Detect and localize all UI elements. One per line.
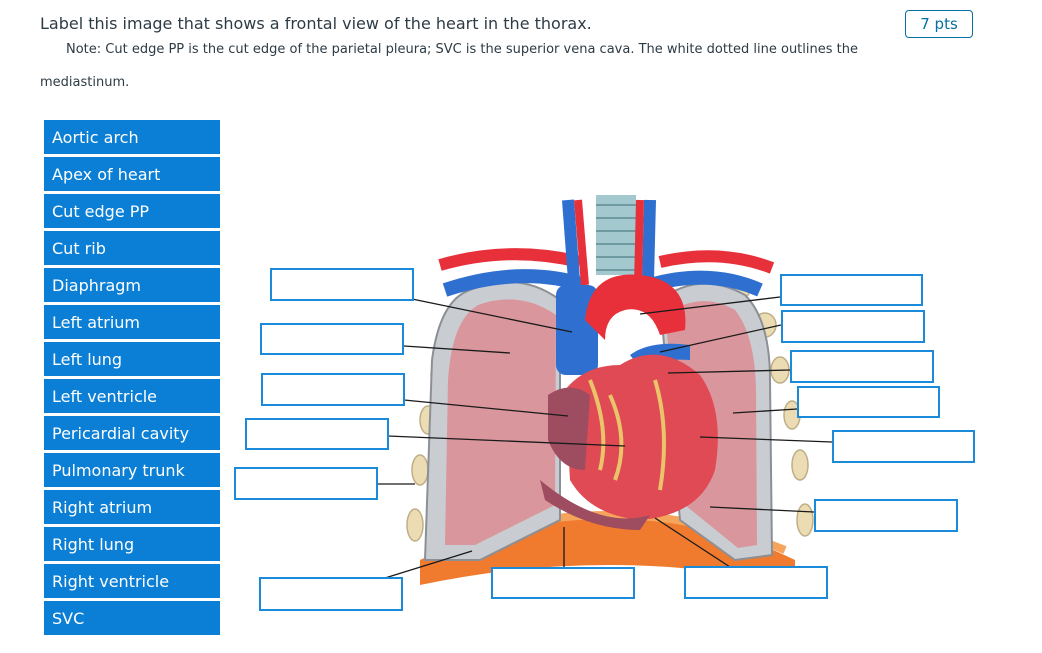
drop-target[interactable] — [260, 323, 404, 355]
label-chip[interactable]: Pulmonary trunk — [44, 453, 220, 487]
drop-target[interactable] — [781, 310, 925, 343]
drop-target[interactable] — [270, 268, 414, 301]
drop-target[interactable] — [684, 566, 828, 599]
label-chip[interactable]: Right atrium — [44, 490, 220, 524]
drop-target[interactable] — [814, 499, 958, 532]
drop-target[interactable] — [261, 373, 405, 406]
question-note-continued: mediastinum. — [40, 75, 130, 90]
label-chip[interactable]: Apex of heart — [44, 157, 220, 191]
label-bank: Aortic arch Apex of heart Cut edge PP Cu… — [44, 120, 220, 638]
label-chip[interactable]: Aortic arch — [44, 120, 220, 154]
label-chip[interactable]: Left atrium — [44, 305, 220, 339]
label-chip[interactable]: Right ventricle — [44, 564, 220, 598]
drop-target[interactable] — [259, 577, 403, 611]
drop-target[interactable] — [832, 430, 975, 463]
question-title: Label this image that shows a frontal vi… — [40, 14, 592, 33]
drop-target[interactable] — [234, 467, 378, 500]
points-badge: 7 pts — [905, 10, 973, 38]
label-chip[interactable]: Left ventricle — [44, 379, 220, 413]
label-chip[interactable]: Pericardial cavity — [44, 416, 220, 450]
drop-target[interactable] — [790, 350, 934, 383]
drop-target[interactable] — [780, 274, 923, 306]
label-chip[interactable]: Right lung — [44, 527, 220, 561]
label-chip[interactable]: SVC — [44, 601, 220, 635]
label-chip[interactable]: Left lung — [44, 342, 220, 376]
drop-target[interactable] — [797, 386, 940, 418]
label-chip[interactable]: Cut rib — [44, 231, 220, 265]
label-chip[interactable]: Diaphragm — [44, 268, 220, 302]
drop-target[interactable] — [491, 567, 635, 599]
question-note: Note: Cut edge PP is the cut edge of the… — [66, 42, 858, 57]
drop-target[interactable] — [245, 418, 389, 450]
label-chip[interactable]: Cut edge PP — [44, 194, 220, 228]
